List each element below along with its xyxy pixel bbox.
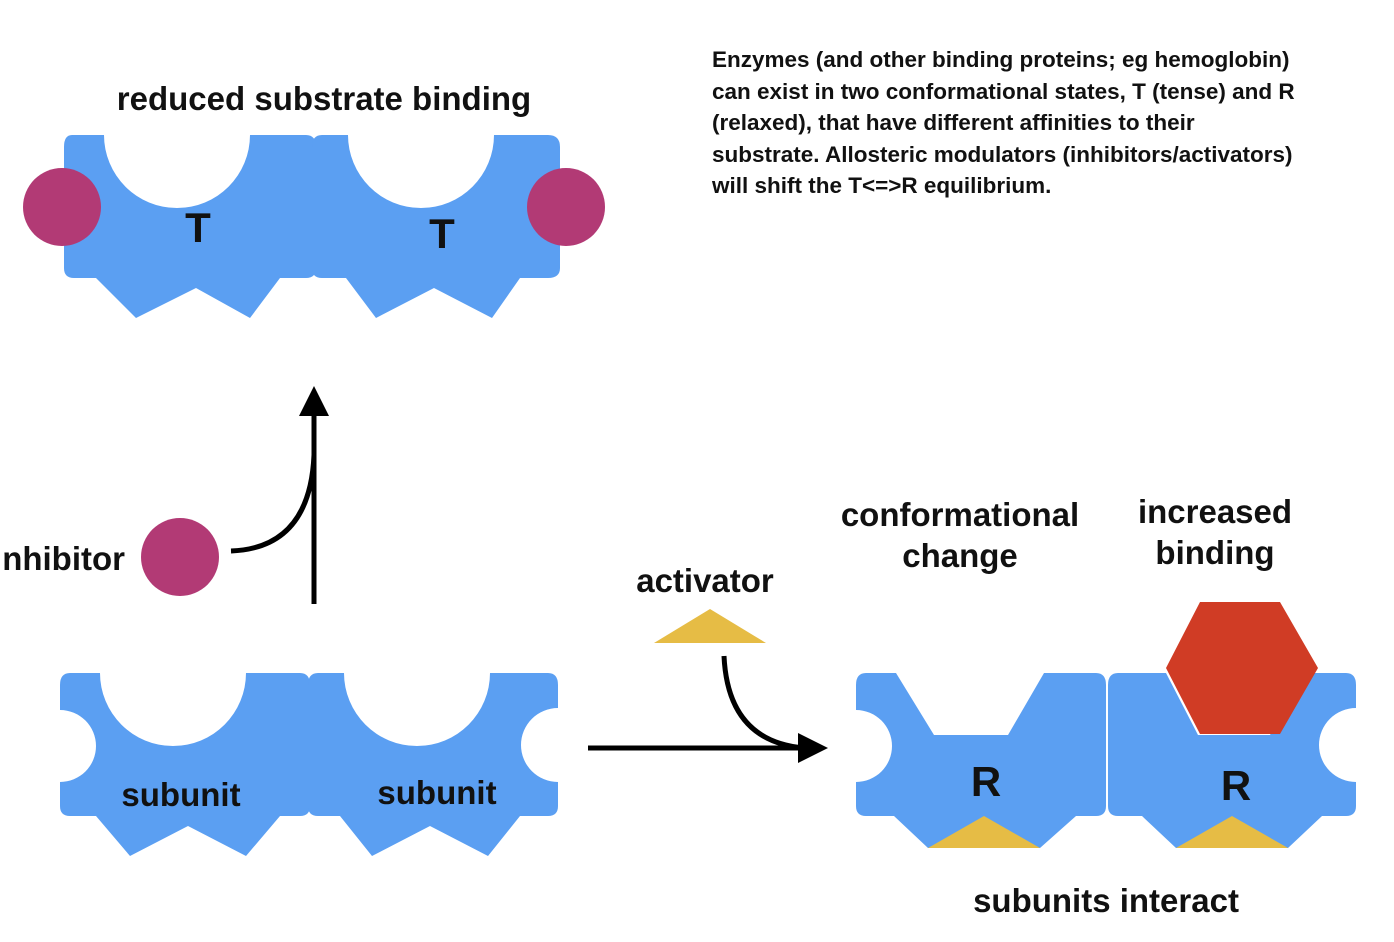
description-line-1: Enzymes (and other binding proteins; eg … xyxy=(712,47,1290,72)
binding-label-line1: increased xyxy=(1138,493,1292,530)
r-label-right: R xyxy=(1221,762,1251,809)
bound-inhibitor-right-icon xyxy=(527,168,605,246)
description-line-2: can exist in two conformational states, … xyxy=(712,78,1295,104)
base-state-group: subunit subunit xyxy=(60,673,558,856)
activator-pathway: activator xyxy=(588,562,828,763)
activator-curve xyxy=(721,655,806,751)
inhibitor-pathway: inhibitor xyxy=(0,386,329,604)
base-subunit-label-right: subunit xyxy=(377,774,496,811)
inhibitor-label: inhibitor xyxy=(0,540,125,577)
description-line-3: (relaxed), that have different affinitie… xyxy=(712,110,1195,135)
substrate-hexagon-icon xyxy=(1166,602,1318,734)
t-subunit-right xyxy=(312,135,560,318)
inhibitor-icon xyxy=(141,518,219,596)
r-subunit-left xyxy=(856,673,1106,848)
r-label-left: R xyxy=(971,758,1001,805)
t-label-right: T xyxy=(429,210,455,257)
t-state-group: reduced substrate binding T T xyxy=(23,80,605,318)
binding-label-line2: binding xyxy=(1155,534,1274,571)
t-subunit-left xyxy=(64,135,316,318)
r-state-group: conformational change increased binding … xyxy=(841,493,1356,919)
t-label-left: T xyxy=(185,204,211,251)
description-text: Enzymes (and other binding proteins; eg … xyxy=(712,44,1392,202)
description-line-4: substrate. Allosteric modulators (inhibi… xyxy=(712,141,1293,167)
activator-icon xyxy=(654,609,766,643)
inhibitor-curve xyxy=(230,454,317,554)
conformational-label-line2: change xyxy=(902,537,1018,574)
base-subunit-left xyxy=(60,673,310,856)
bound-activator-right-icon xyxy=(1176,816,1288,848)
bound-activator-left-icon xyxy=(928,816,1040,848)
activator-label: activator xyxy=(636,562,774,599)
base-subunit-right xyxy=(308,673,558,856)
r-subunit-right xyxy=(1108,673,1356,848)
conformational-label-line1: conformational xyxy=(841,496,1079,533)
description-line-5: will shift the T<=>R equilibrium. xyxy=(712,173,1052,198)
base-subunit-label-left: subunit xyxy=(121,776,240,813)
t-state-title: reduced substrate binding xyxy=(117,80,531,117)
subunits-interact-label: subunits interact xyxy=(973,882,1239,919)
bound-inhibitor-left-icon xyxy=(23,168,101,246)
